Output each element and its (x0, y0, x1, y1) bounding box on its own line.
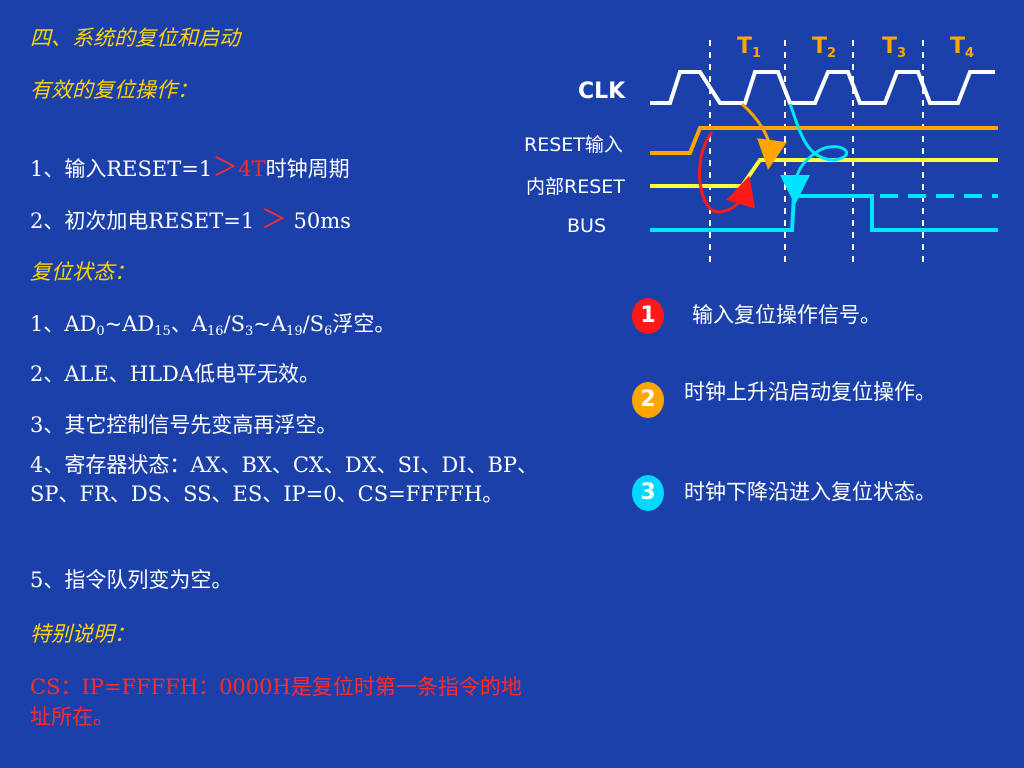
reset-op-1-prefix: 1、输入RESET=1 (30, 157, 213, 181)
reset-state-3: 3、其它控制信号先变高再浮空。 (30, 413, 338, 437)
t3-base: T (882, 34, 898, 59)
note-2-badge: 2 (632, 382, 664, 418)
reset-op-1-4t: 4T (238, 157, 266, 181)
arrow-red (698, 131, 756, 214)
section-title: 四、系统的复位和启动 (30, 26, 240, 50)
reset-state-5: 5、指令队列变为空。 (30, 568, 233, 592)
s1-p7: 浮空。 (332, 312, 396, 336)
internal-reset-label: 内部RESET (526, 176, 625, 198)
s1-p1: 1、AD (30, 312, 97, 336)
t1-base: T (737, 34, 753, 59)
reset-state-1: 1、AD0~AD15、A16/S3~A19/S6浮空。 (30, 310, 395, 346)
clk-label: CLK (578, 79, 626, 104)
reset-op-1: 1、输入RESET=1＞4T时钟周期 (30, 154, 350, 183)
s1-s5: 19 (286, 324, 303, 339)
reset-op-2-gt: ＞ (260, 205, 287, 235)
reset-op-1-gt: ＞ (212, 153, 239, 183)
internal-reset-waveform (650, 158, 998, 188)
special-note-text: CS：IP=FFFFH：0000H是复位时第一条指令的地址所在。 (30, 675, 522, 729)
s1-p4: /S (223, 312, 245, 336)
reset-input-waveform (650, 126, 998, 155)
bus-label: BUS (567, 215, 607, 237)
note-3-text: 时钟下降沿进入复位状态。 (684, 480, 936, 504)
reset-op-2-prefix: 2、初次加电RESET=1 (30, 209, 261, 233)
t4-label: T4 (950, 34, 974, 61)
s1-p5: ~A (253, 312, 287, 336)
t2-sub: 2 (827, 46, 837, 61)
s1-s6: 6 (324, 324, 333, 339)
note-1-text: 输入复位操作信号。 (692, 303, 881, 327)
t2-base: T (812, 34, 828, 59)
s1-s4: 3 (245, 324, 254, 339)
note-2-text: 时钟上升沿启动复位操作。 (684, 380, 936, 404)
arrow-cyan (780, 103, 849, 205)
clk-waveform (650, 70, 995, 105)
special-note-heading: 特别说明： (30, 622, 135, 646)
s1-s1: 0 (96, 324, 105, 339)
s1-p3: 、A (170, 312, 207, 336)
t3-label: T3 (882, 34, 906, 61)
reset-input-label: RESET输入 (524, 134, 623, 156)
reset-state-4: 4、寄存器状态：AX、BX、CX、DX、SI、DI、BP、SP、FR、DS、SS… (30, 453, 539, 506)
reset-state-heading: 复位状态： (30, 260, 135, 284)
t4-base: T (950, 34, 966, 59)
note-1-badge: 1 (632, 298, 664, 334)
arrow-orange (741, 102, 787, 170)
t1-sub: 1 (752, 46, 762, 61)
reset-op-1-suffix: 时钟周期 (265, 157, 350, 181)
reset-op-2: 2、初次加电RESET=1 ＞ 50ms (30, 206, 351, 235)
t4-sub: 4 (965, 46, 975, 61)
reset-op-2-suffix: 50ms (286, 209, 351, 233)
reset-state-2: 2、ALE、HLDA低电平无效。 (30, 362, 321, 386)
valid-reset-heading: 有效的复位操作： (30, 78, 198, 102)
s1-p2: ~AD (104, 312, 155, 336)
s1-s2: 15 (154, 324, 171, 339)
s1-p6: /S (302, 312, 325, 336)
t3-sub: 3 (897, 46, 907, 61)
t2-label: T2 (812, 34, 836, 61)
bus-waveform (650, 194, 998, 232)
t1-label: T1 (737, 34, 761, 61)
s1-s3: 16 (206, 324, 224, 339)
note-3-badge: 3 (632, 475, 664, 511)
